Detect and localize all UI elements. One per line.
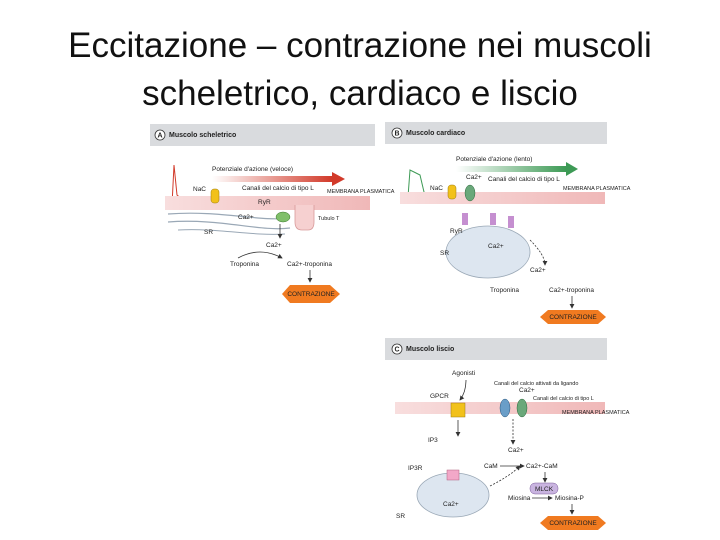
panel-c-agonist-arrow [460, 380, 466, 400]
panel-c-cam-label: CaM [484, 463, 498, 470]
panel-c-mlck-label: MLCK [535, 486, 554, 493]
panel-b-ca-top-label: Ca2+ [466, 174, 482, 181]
panel-b-ryr-label: RyR [450, 228, 463, 235]
panel-b-ca-down-label: Ca2+ [530, 267, 546, 274]
panel-c-ca-l-label: Ca2+ [519, 387, 535, 394]
panel-a-ttubule-label: Tubulo T [318, 216, 340, 222]
panel-b-membrane [400, 192, 605, 204]
panel-a-binding-arrow [238, 252, 282, 258]
panel-b-ca-release-arrow [530, 240, 545, 265]
panel-smooth: C Muscolo liscio Agonisti Canali del cal… [385, 338, 630, 530]
panel-a-sr-line3 [178, 230, 285, 235]
panel-c-ip3r-label: IP3R [408, 465, 423, 472]
panel-a-letter: A [157, 133, 162, 140]
panel-a-contraction-label: CONTRAZIONE [287, 291, 335, 298]
panel-a-ca-down-label: Ca2+ [266, 242, 282, 249]
panel-a-arrowhead-icon [332, 172, 345, 186]
panel-a-t-tubule [295, 205, 314, 230]
panel-a-nac-label: NaC [193, 186, 206, 193]
panel-a-action-potential-label: Potenziale d'azione (veloce) [212, 166, 293, 173]
panel-c-letter: C [394, 347, 399, 354]
panel-b-ryr-icon-1 [462, 213, 468, 225]
panel-c-membrane-label: MEMBRANA PLASMATICA [562, 410, 630, 416]
panel-c-agonists-label: Agonisti [452, 370, 475, 377]
panel-a-na-channel-icon [211, 189, 219, 203]
panel-c-ca-mid-label: Ca2+ [508, 447, 524, 454]
panel-c-myosin-p-label: Miosina-P [555, 495, 584, 502]
panel-b-title: Muscolo cardiaco [406, 130, 465, 137]
panel-b-ca-troponin-label: Ca2+-troponina [549, 287, 594, 294]
panel-c-ligand-channels-label: Canali del calcio attivati da ligando [494, 381, 578, 387]
panel-a-sr-line1 [168, 213, 290, 219]
panel-a-ryr-label: RyR [258, 199, 271, 206]
panel-a-action-potential-arrow [212, 176, 332, 182]
panel-b-ryr-icon-3 [508, 216, 514, 228]
panel-a-sr-label: SR [204, 229, 213, 236]
panel-b-membrane-label: MEMBRANA PLASMATICA [563, 186, 631, 192]
panel-c-title: Muscolo liscio [406, 346, 454, 353]
panel-b-letter: B [394, 131, 399, 138]
panel-c-ip3-label: IP3 [428, 437, 438, 444]
panel-c-gpcr-label: GPCR [430, 393, 449, 400]
panel-c-contraction-label: CONTRAZIONE [549, 520, 597, 527]
panel-b-ryr-icon-2 [490, 213, 496, 225]
panel-b-action-potential-arrow [456, 166, 566, 172]
panel-a-sr-line2 [168, 221, 290, 228]
panel-b-l-channel-icon [465, 185, 475, 201]
panel-a-l-channels-label: Canali del calcio di tipo L [242, 185, 314, 192]
panel-c-ca-sr-label: Ca2+ [443, 501, 459, 508]
panel-a-troponin-label: Troponina [230, 261, 259, 268]
panel-c-ip3r-icon [447, 470, 459, 480]
panel-b-troponin-label: Troponina [490, 287, 519, 294]
panel-skeletal: A Muscolo scheletrico Potenziale d'azion… [150, 124, 395, 303]
panel-b-sr-label: SR [440, 250, 449, 257]
panel-b-ca-mid-label: Ca2+ [488, 243, 504, 250]
panel-b-na-channel-icon [448, 185, 456, 199]
panel-a-ryr-icon [276, 212, 290, 222]
panel-c-myosin-label: Miosina [508, 495, 531, 502]
panel-b-l-channels-label: Canali del calcio di tipo L [488, 176, 560, 183]
panel-c-gpcr-icon [451, 403, 465, 417]
panel-b-arrowhead-icon [566, 162, 578, 176]
panel-a-membrane-label: MEMBRANA PLASMATICA [327, 189, 395, 195]
panel-c-ca-cam-label: Ca2+-CaM [526, 463, 558, 470]
panel-c-l-channels-label: Canali del calcio di tipo L [533, 396, 594, 402]
panel-a-ca-troponin-label: Ca2+-troponina [287, 261, 332, 268]
panel-b-nac-label: NaC [430, 185, 443, 192]
panel-c-sr-label: SR [396, 513, 405, 520]
panel-b-contraction-label: CONTRAZIONE [549, 314, 597, 321]
panel-a-title: Muscolo scheletrico [169, 132, 236, 139]
panel-a-ca-in-label: Ca2+ [238, 214, 254, 221]
panel-c-ligand-channel-icon [500, 399, 510, 417]
panel-cardiac: B Muscolo cardiaco Potenziale d'azione (… [385, 122, 631, 324]
panel-b-action-potential-label: Potenziale d'azione (lento) [456, 156, 532, 163]
panel-c-l-channel-icon [517, 399, 527, 417]
